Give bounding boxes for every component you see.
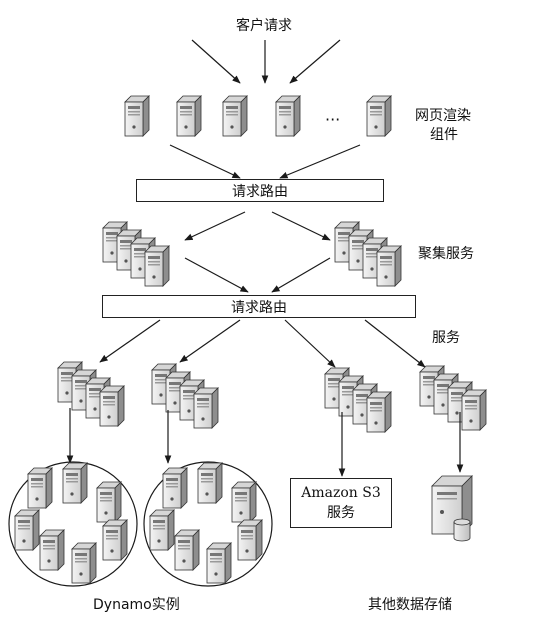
server-icon: [162, 467, 188, 509]
database-icon: [431, 475, 473, 542]
server-icon: [27, 467, 53, 509]
server-icon: [96, 481, 122, 523]
arrow-icon: [364, 319, 426, 368]
request-routing-top: 请求路由: [136, 179, 384, 202]
router-to-service-arrows: [99, 319, 426, 368]
server-icon: [62, 462, 88, 504]
render-components-label-line2: 组件: [430, 127, 458, 143]
other-storage-label: 其他数据存储: [368, 597, 452, 613]
server-icon: [14, 509, 40, 551]
server-icon: [231, 481, 257, 523]
server-icon: [197, 462, 223, 504]
render-to-router-arrows: [169, 144, 361, 179]
aggregation-services-label: 聚集服务: [418, 246, 474, 262]
server-icon: [275, 95, 301, 137]
arrow-icon: [169, 144, 241, 179]
dynamo-ring-1: [8, 461, 138, 587]
request-routing-mid-label: 请求路由: [231, 299, 287, 316]
service-to-storage-arrows: [66, 408, 464, 477]
server-icon: [222, 95, 248, 137]
render-components-label-line1: 网页渲染: [415, 108, 471, 124]
server-cluster-icon: [325, 368, 391, 432]
server-icon: [237, 519, 263, 561]
arrow-icon: [184, 211, 246, 241]
client-request-arrows: [191, 39, 341, 84]
arrow-icon: [271, 211, 331, 241]
arrow-icon: [271, 257, 331, 293]
amazon-s3-label-line1: Amazon S3: [301, 485, 381, 501]
server-icon: [176, 95, 202, 137]
arrow-icon: [184, 257, 249, 293]
server-cluster-icon: [103, 222, 169, 286]
server-cluster-icon: [58, 362, 124, 426]
server-icon: [206, 542, 232, 584]
render-servers: [124, 95, 392, 137]
server-cluster-icon: [420, 366, 486, 430]
server-cluster-icon: [152, 364, 218, 428]
arrow-icon: [179, 319, 241, 363]
server-icon: [174, 529, 200, 571]
server-cluster-icon: [335, 222, 401, 286]
arrow-icon: [284, 319, 336, 368]
arrow-icon: [289, 39, 341, 84]
services-label: 服务: [432, 330, 460, 346]
request-routing-mid: 请求路由: [102, 295, 416, 318]
arrow-icon: [99, 319, 161, 363]
server-icon: [149, 509, 175, 551]
dynamo-ring-2: [143, 461, 273, 587]
amazon-s3-box: Amazon S3 服务: [290, 478, 392, 528]
arrow-icon: [279, 144, 361, 179]
server-icon: [366, 95, 392, 137]
server-icon: [102, 519, 128, 561]
router-to-aggregation-arrows: [184, 211, 331, 293]
service-clusters: [58, 362, 486, 432]
server-icon: [71, 542, 97, 584]
render-servers-ellipsis: ···: [325, 110, 341, 129]
amazon-s3-label-line2: 服务: [327, 505, 355, 521]
server-icon: [39, 529, 65, 571]
server-icon: [124, 95, 150, 137]
aggregation-clusters: [103, 222, 401, 286]
arrow-icon: [191, 39, 241, 84]
dynamo-instances-label: Dynamo实例: [93, 597, 180, 613]
client-requests-label: 客户请求: [236, 18, 292, 34]
request-routing-top-label: 请求路由: [232, 183, 288, 200]
